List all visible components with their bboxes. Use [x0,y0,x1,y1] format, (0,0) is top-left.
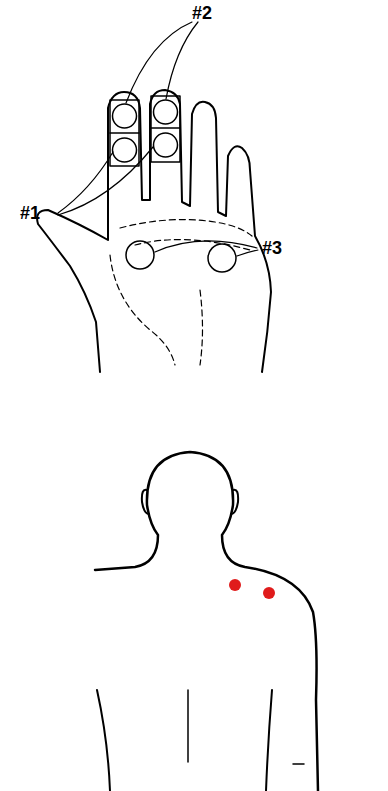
callout-number: #3 [262,239,282,257]
hand-outline [37,90,271,372]
back-silhouette [95,452,318,791]
callout-number: #1 [20,204,40,222]
callout-number: #2 [192,4,212,22]
pain-point [263,587,275,599]
pain-point [229,579,241,591]
